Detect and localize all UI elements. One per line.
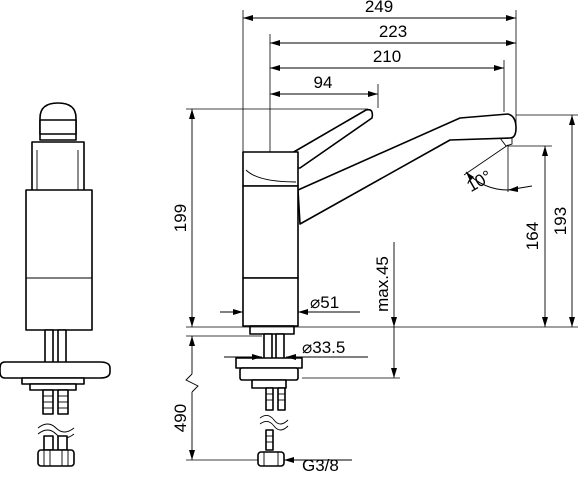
dim-94-label: 94 [314,73,333,92]
dim-199-label: 199 [171,204,190,232]
dim-g3-8-label: G3/8 [302,456,339,475]
dim-max45-label: max.45 [373,256,392,312]
dim-210-label: 210 [373,47,401,66]
dim-193-label: 193 [551,207,570,235]
faucet-side-view [0,102,111,467]
dim-164-label: 164 [523,222,542,250]
faucet-front-view [186,108,578,467]
dim-490-label: 490 [171,404,190,432]
dim-diameter-33-5-label: ⌀33.5 [302,338,345,357]
dim-249-label: 249 [365,0,393,16]
dimension-lines [185,10,578,463]
dim-angle-10-label: 10° [463,167,495,196]
dim-diameter-51-label: ⌀51 [310,293,339,312]
dim-223-label: 223 [379,22,407,41]
